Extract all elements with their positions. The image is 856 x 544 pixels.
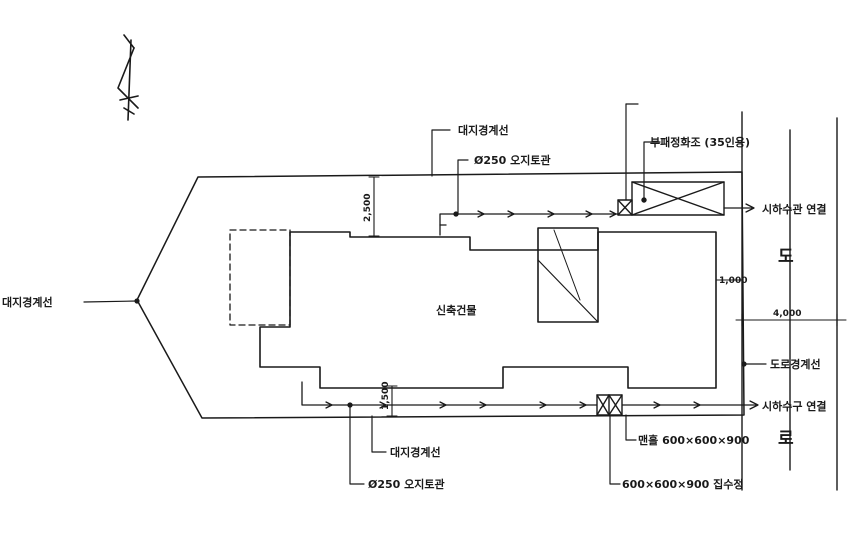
septic-tank-icon (617, 181, 725, 216)
road-width-dimension (735, 313, 847, 327)
pipe-top-label: Ø250 오지토관 (474, 153, 551, 167)
building-label: 신축건물 (436, 303, 476, 317)
bottom-drain-pipe (301, 381, 759, 410)
building-void (537, 227, 599, 323)
manhole-icon (596, 394, 623, 416)
north-arrow-icon (117, 34, 139, 121)
road-char-bottom: 로 (778, 429, 794, 449)
road-char-top: 도 (778, 247, 794, 267)
bottom-leaders (349, 404, 637, 485)
sewer-bottom-label: 시하수구 연결 (762, 399, 827, 413)
road-width-text: 4,000 (773, 309, 801, 319)
site-boundary-top-leader (431, 129, 469, 215)
septic-tank-label: 부패정화조 (35인용) (650, 135, 750, 149)
site-boundary-bottom-label: 대지경계선 (390, 445, 441, 459)
right-setback-text: 1,000 (719, 276, 747, 286)
bottom-setback-dimension (386, 385, 398, 417)
site-boundary (136, 171, 745, 419)
road-edges (741, 111, 838, 491)
site-boundary-top-label: 대지경계선 (458, 123, 509, 137)
septic-leader (625, 103, 661, 201)
bottom-setback-text: 1,500 (381, 382, 391, 410)
manhole-label: 맨홀 600×600×900 (638, 433, 750, 447)
road-boundary-label: 도로경계선 (770, 357, 821, 371)
dashed-annex (229, 229, 291, 326)
top-setback-text: 2,500 (363, 194, 373, 222)
site-boundary-left-leader (83, 298, 140, 304)
top-setback-dimension (368, 176, 380, 237)
top-drain-pipe (439, 203, 755, 236)
building-footprint (259, 231, 717, 389)
sewer-top-label: 시하수관 연결 (762, 202, 827, 216)
site-boundary-left-label: 대지경계선 (2, 295, 53, 309)
road-boundary-leader (741, 361, 767, 367)
catch-basin-label: 600×600×900 집수정 (622, 477, 744, 491)
pipe-bottom-label: Ø250 오지토관 (368, 477, 445, 491)
